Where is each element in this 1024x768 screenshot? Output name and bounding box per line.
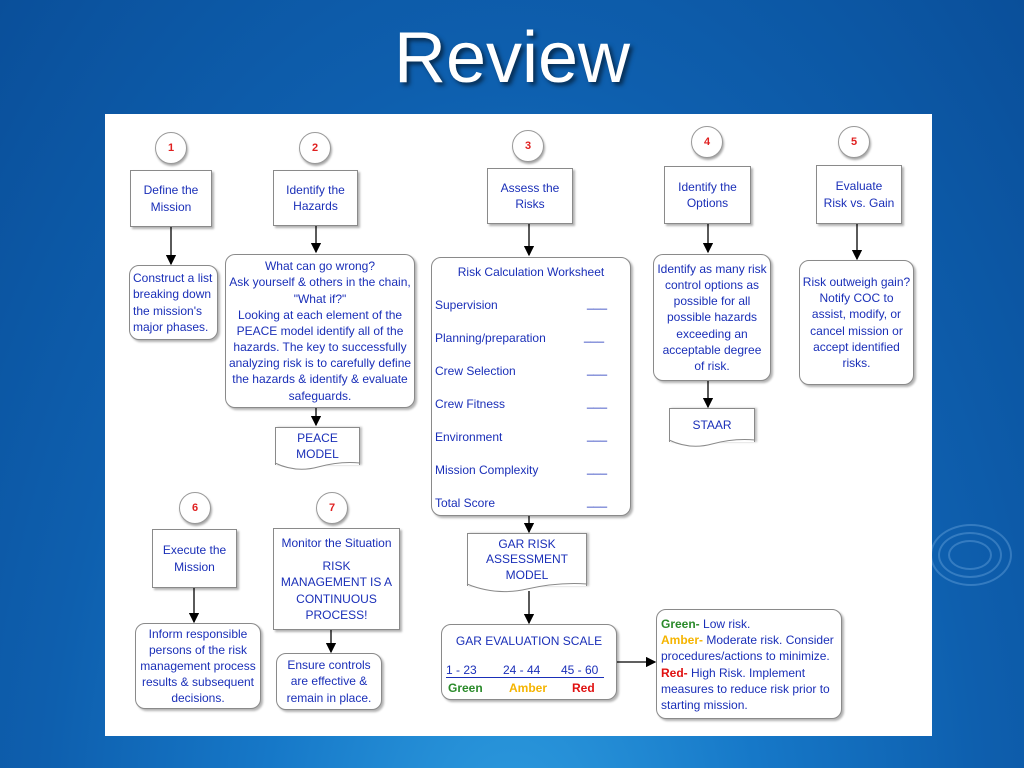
legend-text-red: High Risk. Implement measures to reduce … xyxy=(661,665,830,712)
staar-wave xyxy=(668,439,756,447)
step-number-2: 2 xyxy=(299,132,331,164)
scale-label-green: Green xyxy=(448,681,483,695)
step-6-detail: Inform responsible persons of the risk m… xyxy=(135,623,261,709)
staar-doc: STAAR xyxy=(669,408,755,442)
worksheet-row-total-score: Total Score xyxy=(435,496,496,510)
worksheet-blank: ___ xyxy=(587,428,608,442)
step-4-box: Identify the Options xyxy=(664,166,751,224)
connector-arrows xyxy=(165,224,863,668)
step-1-detail: Construct a list breaking down the missi… xyxy=(129,265,218,340)
step-number-7: 7 xyxy=(316,492,348,524)
slide-title: Review xyxy=(393,18,631,98)
step-7-box: Monitor the Situation RISK MANAGEMENT IS… xyxy=(273,528,400,630)
step-3-box: Assess the Risks xyxy=(487,168,573,224)
worksheet-blank: ___ xyxy=(587,461,608,475)
step-7-detail: Ensure controls are effective & remain i… xyxy=(276,653,382,710)
worksheet-row-crew-selection: Crew Selection xyxy=(435,364,516,378)
step-6-box: Execute the Mission xyxy=(152,529,237,588)
ripple-decoration xyxy=(930,524,1012,586)
scale-range-amber: 24 - 44 xyxy=(503,663,541,677)
step-number-1: 1 xyxy=(155,132,187,164)
worksheet-blank: ___ xyxy=(587,362,608,376)
flowchart-panel: 1 2 3 4 5 6 7 Define the Mission Constru… xyxy=(105,114,932,736)
scale-title: GAR EVALUATION SCALE xyxy=(455,634,603,648)
step-2-box: Identify the Hazards xyxy=(273,170,358,226)
worksheet-row-crew-fitness: Crew Fitness xyxy=(435,397,506,411)
worksheet-blank: ___ xyxy=(587,296,608,310)
legend-text-amber: Moderate risk. Consider procedures/actio… xyxy=(661,633,834,664)
worksheet-row-environment: Environment xyxy=(435,430,503,444)
step-number-4: 4 xyxy=(691,126,723,158)
legend-text-green: Low risk. xyxy=(699,617,751,631)
legend-key-green: Green- xyxy=(661,617,700,631)
step-number-3: 3 xyxy=(512,130,544,162)
step-4-detail: Identify as many risk control options as… xyxy=(653,254,771,381)
worksheet-blank: ___ xyxy=(584,329,605,343)
scale-label-amber: Amber xyxy=(509,681,548,695)
legend-item-amber: Amber- Moderate risk. Consider procedure… xyxy=(661,632,837,664)
legend-item-green: Green- Low risk. xyxy=(661,616,837,632)
gar-evaluation-scale: GAR EVALUATION SCALE 1 - 23 24 - 44 45 -… xyxy=(441,624,617,700)
step-7-sublabel: RISK MANAGEMENT IS A CONTINUOUS PROCESS! xyxy=(280,559,393,622)
scale-range-red: 45 - 60 xyxy=(561,663,599,677)
step-number-6: 6 xyxy=(179,492,211,524)
scale-label-red: Red xyxy=(572,681,595,695)
scale-range-green: 1 - 23 xyxy=(446,663,477,677)
worksheet-row-mission-complexity: Mission Complexity xyxy=(435,463,539,477)
worksheet-row-supervision: Supervision xyxy=(435,298,498,312)
risk-worksheet: Risk Calculation Worksheet Supervision P… xyxy=(431,257,631,516)
peace-model-wave xyxy=(274,462,361,470)
step-5-detail: Risk outweigh gain? Notify COC to assist… xyxy=(799,260,914,385)
legend-item-red: Red- High Risk. Implement measures to re… xyxy=(661,665,837,714)
step-2-detail: What can go wrong? Ask yourself & others… xyxy=(225,254,415,408)
gar-model-wave xyxy=(466,583,588,593)
worksheet-row-planning: Planning/preparation xyxy=(435,331,546,345)
step-7-label: Monitor the Situation xyxy=(281,536,392,550)
legend-key-amber: Amber- xyxy=(661,633,704,648)
risk-level-legend: Green- Low risk. Amber- Moderate risk. C… xyxy=(656,609,842,719)
scale-underline xyxy=(446,677,604,678)
step-1-box: Define the Mission xyxy=(130,170,212,227)
worksheet-title: Risk Calculation Worksheet xyxy=(457,265,605,279)
step-number-5: 5 xyxy=(838,126,870,158)
worksheet-blank: ___ xyxy=(587,395,608,409)
legend-key-red: Red- xyxy=(661,665,688,680)
worksheet-blank: ___ xyxy=(587,494,608,508)
peace-model-doc: PEACE MODEL xyxy=(275,427,360,465)
step-5-box: Evaluate Risk vs. Gain xyxy=(816,165,902,224)
gar-model-doc: GAR RISK ASSESSMENT MODEL xyxy=(467,533,587,586)
